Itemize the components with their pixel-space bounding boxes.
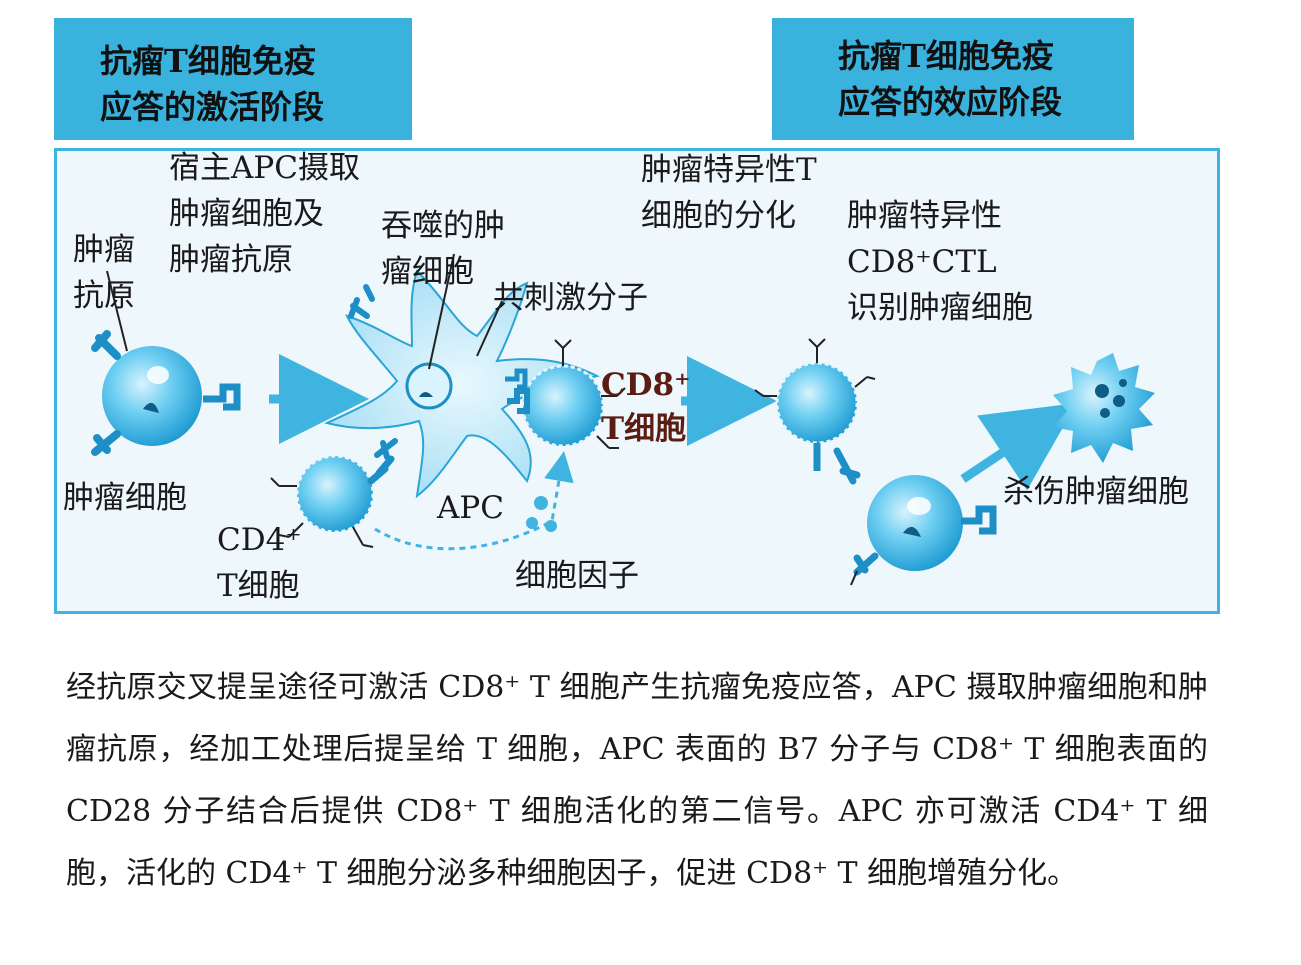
- cytokine-dots: [526, 496, 557, 532]
- phase-effector-header: 抗瘤T细胞免疫 应答的效应阶段: [772, 18, 1134, 140]
- label-tumor-antigen-line2: 抗原: [73, 278, 135, 314]
- label-cd8-line2: T细胞: [601, 411, 687, 447]
- label-cd4-t-cell: CD4⁺ T细胞: [217, 517, 302, 609]
- phase-activation-header: 抗瘤T细胞免疫 应答的激活阶段: [54, 18, 412, 140]
- label-apc-uptake-line2: 肿瘤细胞及: [169, 196, 324, 232]
- killed-tumor-cell: [1053, 353, 1155, 463]
- label-ctl-line1: 肿瘤特异性: [847, 198, 1002, 234]
- label-costimulatory-molecule: 共刺激分子: [493, 280, 648, 316]
- dashed-arrow-cytokine-help: [374, 451, 574, 551]
- apc-dendritic-cell: [324, 253, 600, 499]
- label-ctl-recognize: 肿瘤特异性 CD8⁺CTL 识别肿瘤细胞: [847, 193, 1033, 331]
- cd4-t-cell: [270, 454, 395, 548]
- label-apc: APC: [437, 490, 504, 526]
- label-engulfed-tumor-cell: 吞噬的肿 瘤细胞: [381, 203, 505, 295]
- label-ctl-line2: CD8⁺CTL: [847, 244, 997, 280]
- label-kill-tumor-cell: 杀伤肿瘤细胞: [1003, 474, 1189, 510]
- label-engulfed-line2: 瘤细胞: [381, 254, 474, 290]
- caption-text: 经抗原交叉提呈途径可激活 CD8⁺ T 细胞产生抗瘤免疫应答，APC 摄取肿瘤细…: [66, 670, 1208, 891]
- diagram-artwork: [91, 253, 1155, 586]
- label-cd4-line2: T细胞: [217, 568, 300, 604]
- ctl-recognizing-tumor: [833, 447, 997, 586]
- label-t-diff-line2: 细胞的分化: [641, 198, 796, 234]
- label-cytokines: 细胞因子: [515, 558, 639, 594]
- label-cd8-t-cell: CD8⁺ T细胞: [601, 363, 691, 451]
- cd8-t-cell: [505, 339, 626, 449]
- tumor-cell-left: [91, 270, 241, 456]
- label-t-cell-differentiation: 肿瘤特异性T 细胞的分化: [641, 147, 817, 239]
- label-tumor-cell: 肿瘤细胞: [63, 480, 187, 516]
- label-tumor-antigen-line1: 肿瘤: [73, 232, 135, 268]
- phase-effector-line1: 抗瘤T细胞免疫: [838, 37, 1054, 75]
- phase-effector-line2: 应答的效应阶段: [838, 83, 1063, 121]
- label-cd4-line1: CD4⁺: [217, 522, 302, 558]
- label-apc-uptake-line3: 肿瘤抗原: [169, 242, 293, 278]
- label-tumor-antigen: 肿瘤 抗原: [73, 227, 135, 319]
- label-t-diff-line1: 肿瘤特异性T: [641, 152, 817, 188]
- phase-activation-line2: 应答的激活阶段: [100, 88, 325, 126]
- label-apc-uptake-line1: 宿主APC摄取: [169, 150, 360, 186]
- phase-activation-line1: 抗瘤T细胞免疫: [100, 42, 316, 80]
- label-ctl-line3: 识别肿瘤细胞: [847, 290, 1033, 326]
- differentiated-cd8-t-cell: [754, 338, 876, 471]
- diagram-frame: 宿主APC摄取 肿瘤细胞及 肿瘤抗原 肿瘤 抗原 吞噬的肿 瘤细胞 共刺激分子 …: [54, 148, 1220, 614]
- arrow-kill: [960, 403, 1077, 491]
- label-apc-uptake: 宿主APC摄取 肿瘤细胞及 肿瘤抗原: [169, 145, 360, 283]
- label-engulfed-line1: 吞噬的肿: [381, 208, 505, 244]
- label-cd8-line1: CD8⁺: [601, 367, 691, 403]
- figure-caption: 经抗原交叉提呈途径可激活 CD8⁺ T 细胞产生抗瘤免疫应答，APC 摄取肿瘤细…: [66, 657, 1208, 905]
